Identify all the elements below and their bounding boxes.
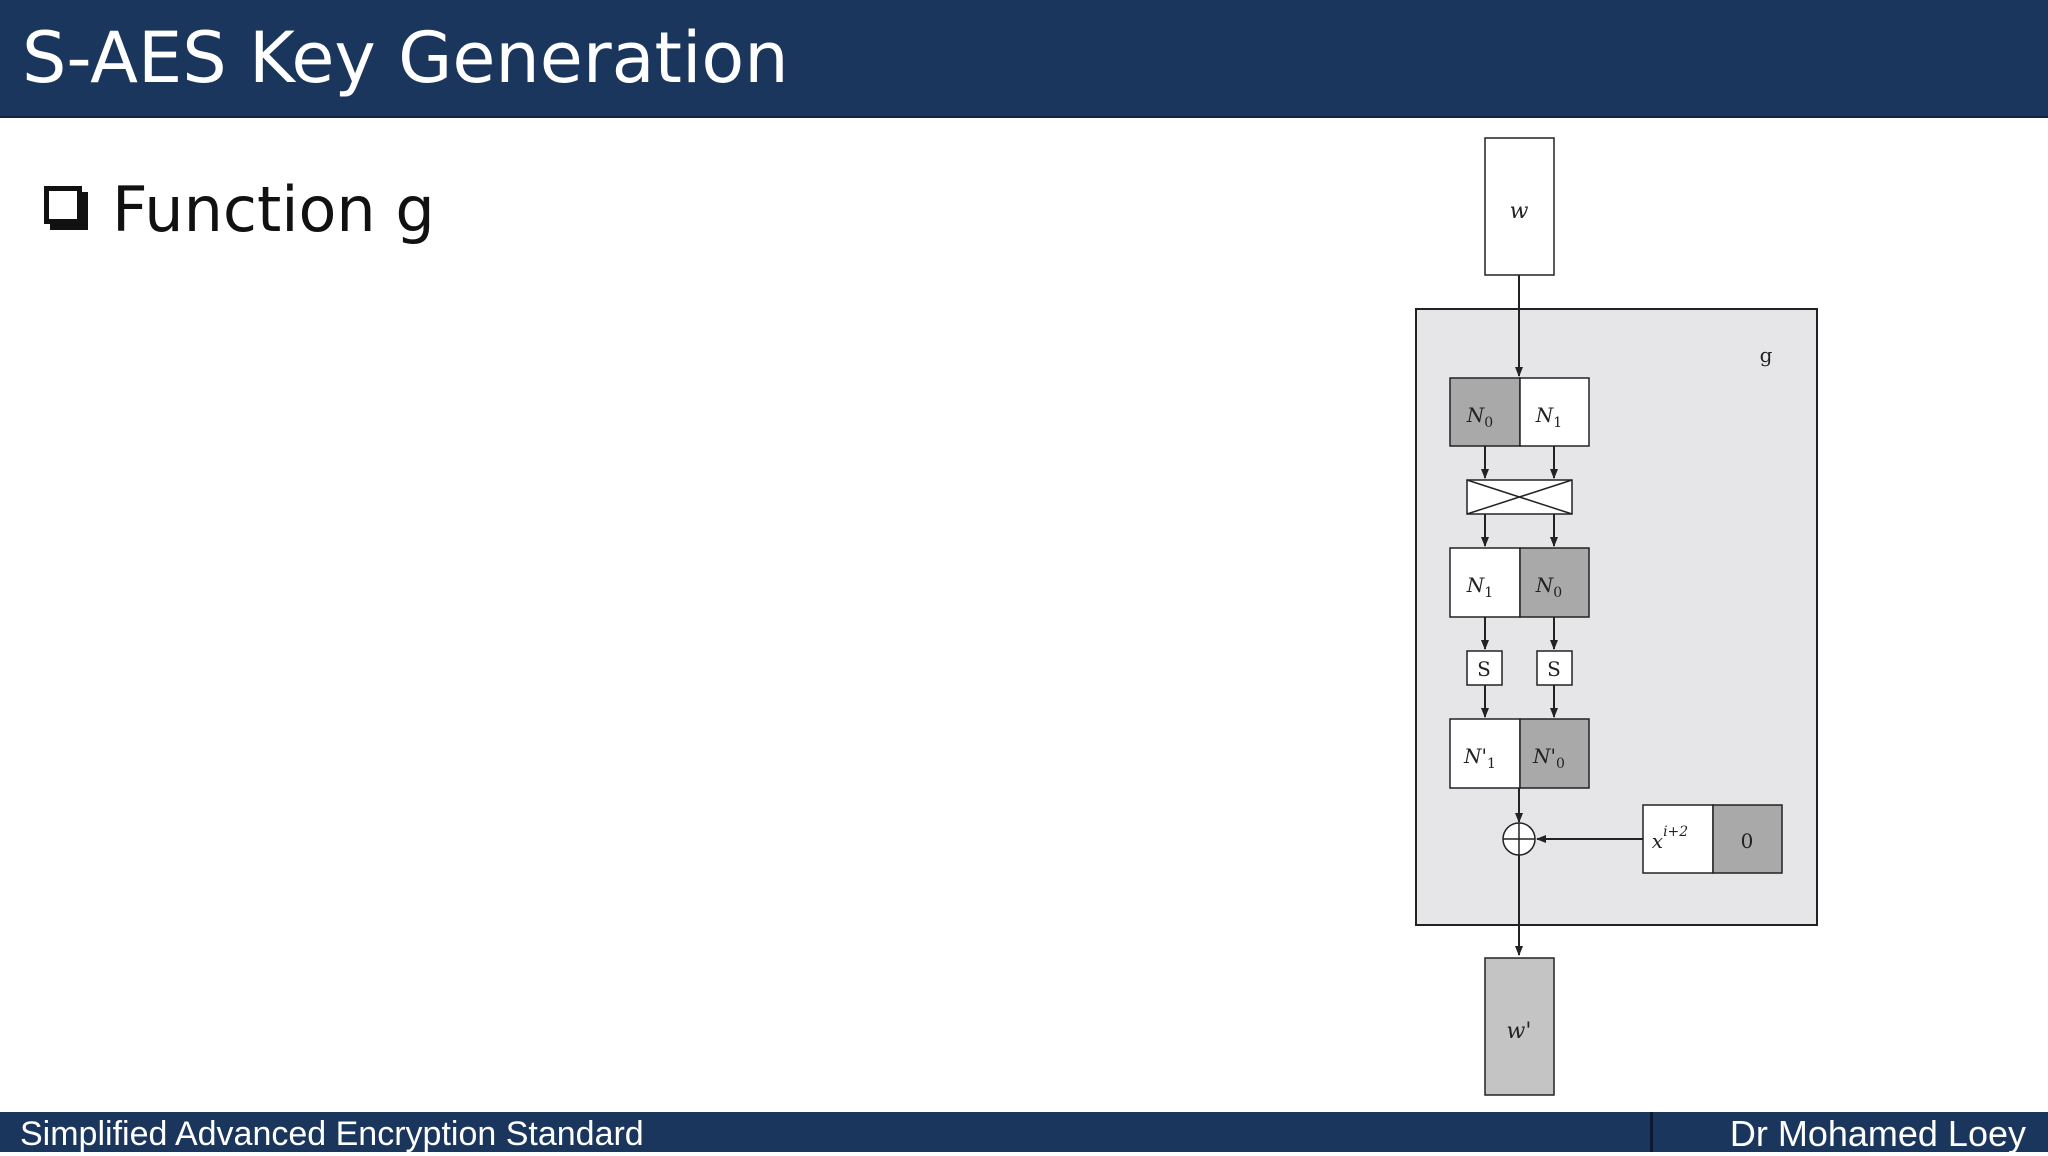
nibble-n1-top [1519, 377, 1590, 447]
nibble-n0-prime [1519, 718, 1590, 789]
footer-divider [1650, 1112, 1653, 1152]
function-g-label: g [1760, 343, 1773, 367]
sbox-right-label: S [1547, 657, 1561, 681]
round-constant-x-box [1642, 804, 1714, 874]
input-word-box [1484, 137, 1555, 276]
nibble-n0-prime-label: N'0 [1532, 744, 1565, 772]
footer-author: Dr Mohamed Loey [1729, 1113, 2026, 1154]
title-bar: S-AES Key Generation [0, 0, 2048, 118]
output-word-label: w' [1507, 1019, 1532, 1044]
nibble-n1-mid [1449, 547, 1521, 618]
checkbox-bullet-icon [44, 186, 82, 224]
input-word-label: w [1510, 199, 1529, 224]
nibble-n0-top-label: N0 [1466, 403, 1493, 431]
footer-bar: Simplified Advanced Encryption Standard … [0, 1112, 2048, 1154]
nibble-n1-prime [1449, 718, 1521, 789]
nibble-n0-top [1449, 377, 1521, 447]
xor-icon [1502, 822, 1536, 856]
nibble-n1-mid-label: N1 [1466, 573, 1493, 601]
nibble-n0-mid-label: N0 [1535, 573, 1562, 601]
round-constant-zero-box [1712, 804, 1783, 874]
sbox-left [1466, 650, 1503, 686]
round-constant-x-label: xi+2 [1652, 824, 1688, 853]
sbox-left-label: S [1477, 657, 1491, 681]
round-constant-zero-label: 0 [1741, 829, 1754, 853]
nibble-n0-mid [1519, 547, 1590, 618]
nibble-swap-icon [1466, 479, 1573, 515]
output-word-box [1484, 957, 1555, 1096]
bullet-text: Function g [112, 173, 435, 246]
nibble-n1-prime-label: N'1 [1463, 744, 1496, 772]
footer-course-title: Simplified Advanced Encryption Standard [20, 1115, 644, 1153]
slide-title: S-AES Key Generation [22, 17, 789, 99]
nibble-n1-top-label: N1 [1535, 403, 1562, 431]
